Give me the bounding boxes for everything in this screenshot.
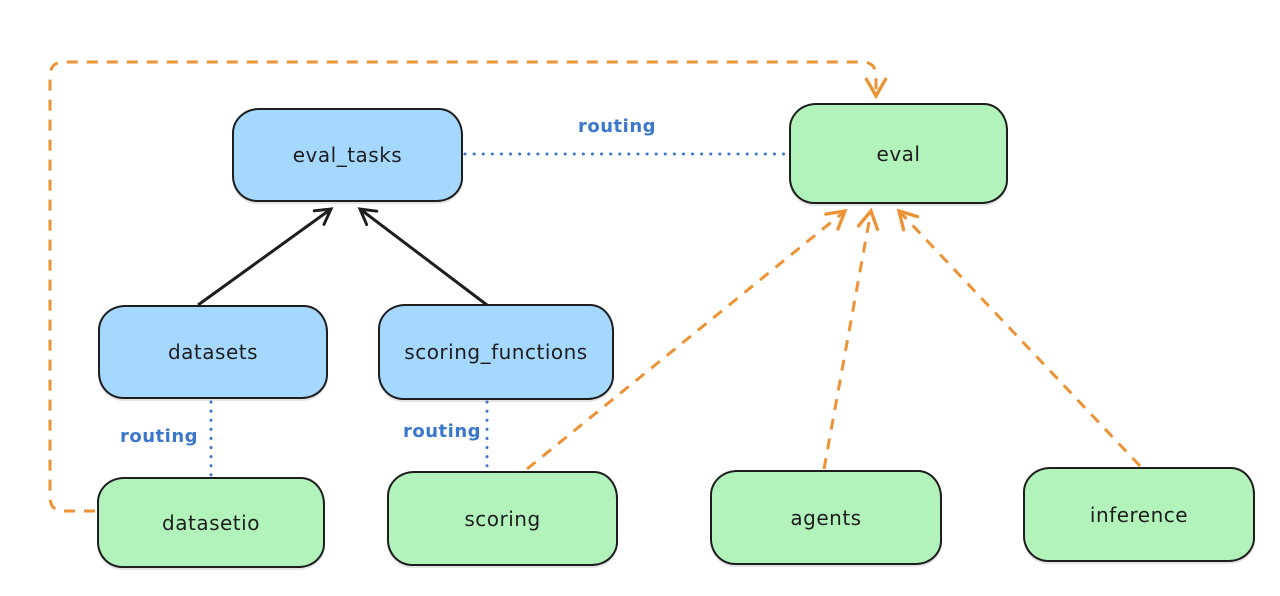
- edge-datasetio-to-eval: [48, 60, 888, 513]
- edge-scoring-to-eval: [526, 208, 848, 471]
- node-eval-tasks-label: eval_tasks: [292, 143, 403, 167]
- node-scoring-functions-label: scoring_functions: [404, 340, 588, 364]
- edge-inference-to-eval: [896, 208, 1142, 468]
- edge-label-routing-datasets-datasetio: routing: [120, 426, 199, 447]
- node-agents-label: agents: [790, 505, 862, 530]
- node-scoring-functions: scoring_functions: [378, 304, 614, 400]
- edge-label-routing-scoring-functions-scoring: routing: [403, 421, 482, 442]
- node-scoring-label: scoring: [464, 506, 541, 531]
- node-eval: eval: [789, 103, 1008, 204]
- node-datasets-label: datasets: [167, 340, 259, 364]
- edge-scoring-functions-to-eval-tasks: [357, 207, 488, 307]
- node-datasetio: datasetio: [97, 477, 325, 568]
- edge-agents-to-eval: [822, 207, 880, 470]
- node-eval-tasks: eval_tasks: [232, 108, 463, 202]
- node-inference-label: inference: [1089, 502, 1189, 527]
- node-eval-label: eval: [876, 141, 921, 166]
- edge-datasets-to-eval-tasks: [197, 207, 334, 307]
- node-datasetio-label: datasetio: [162, 510, 260, 535]
- node-datasets: datasets: [98, 305, 328, 399]
- edge-label-routing-eval-tasks-eval: routing: [578, 116, 657, 137]
- node-agents: agents: [710, 470, 942, 565]
- node-inference: inference: [1023, 467, 1255, 562]
- node-scoring: scoring: [387, 471, 618, 566]
